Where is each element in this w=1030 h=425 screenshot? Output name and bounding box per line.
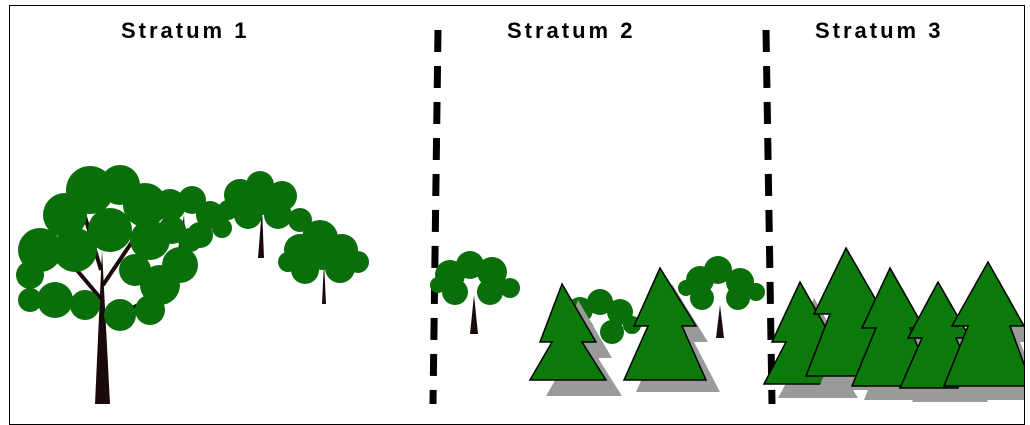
stratum-2-label: Stratum 2 (507, 18, 636, 43)
stratum-1-label: Stratum 1 (121, 18, 250, 43)
stratum-divider-2 (762, 29, 776, 404)
deciduous-tree-icon (678, 256, 765, 338)
conifer-tree-icon (528, 282, 622, 396)
deciduous-tree-icon (430, 251, 520, 334)
conifer-tree-icon (622, 266, 720, 392)
deciduous-tree-icon (278, 220, 369, 304)
diagram-artwork (16, 29, 1024, 404)
stratum-3-label: Stratum 3 (815, 18, 944, 43)
deciduous-tree-icon (16, 165, 202, 404)
stratum-divider-1 (429, 29, 442, 404)
conifer-tree-icon (942, 260, 1024, 400)
strata-diagram: Stratum 1 Stratum 2 Stratum 3 (9, 5, 1025, 425)
deciduous-tree-icon (218, 171, 312, 258)
